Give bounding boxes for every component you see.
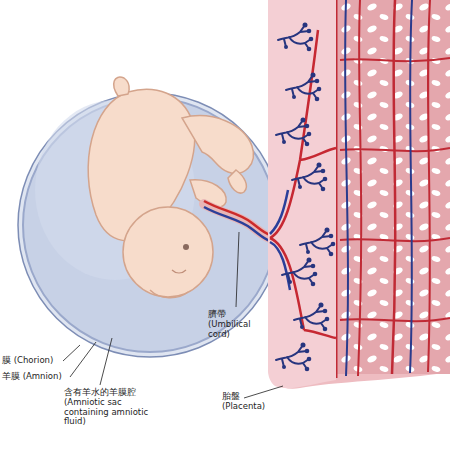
part-label: 羊膜 (Amnion) xyxy=(2,372,62,382)
part-label: 臍帶 (Umbilical cord) xyxy=(208,310,266,339)
leader-line xyxy=(63,232,283,398)
part-label: 膜 (Chorion) xyxy=(2,356,53,366)
part-label: 含有羊水的羊膜腔 (Amniotic sac containing amniot… xyxy=(64,388,156,427)
fetus xyxy=(88,77,253,298)
part-label: 胎盤 (Placenta) xyxy=(222,392,274,412)
uterine-wall xyxy=(268,0,450,389)
umbilical-cord xyxy=(204,201,270,241)
